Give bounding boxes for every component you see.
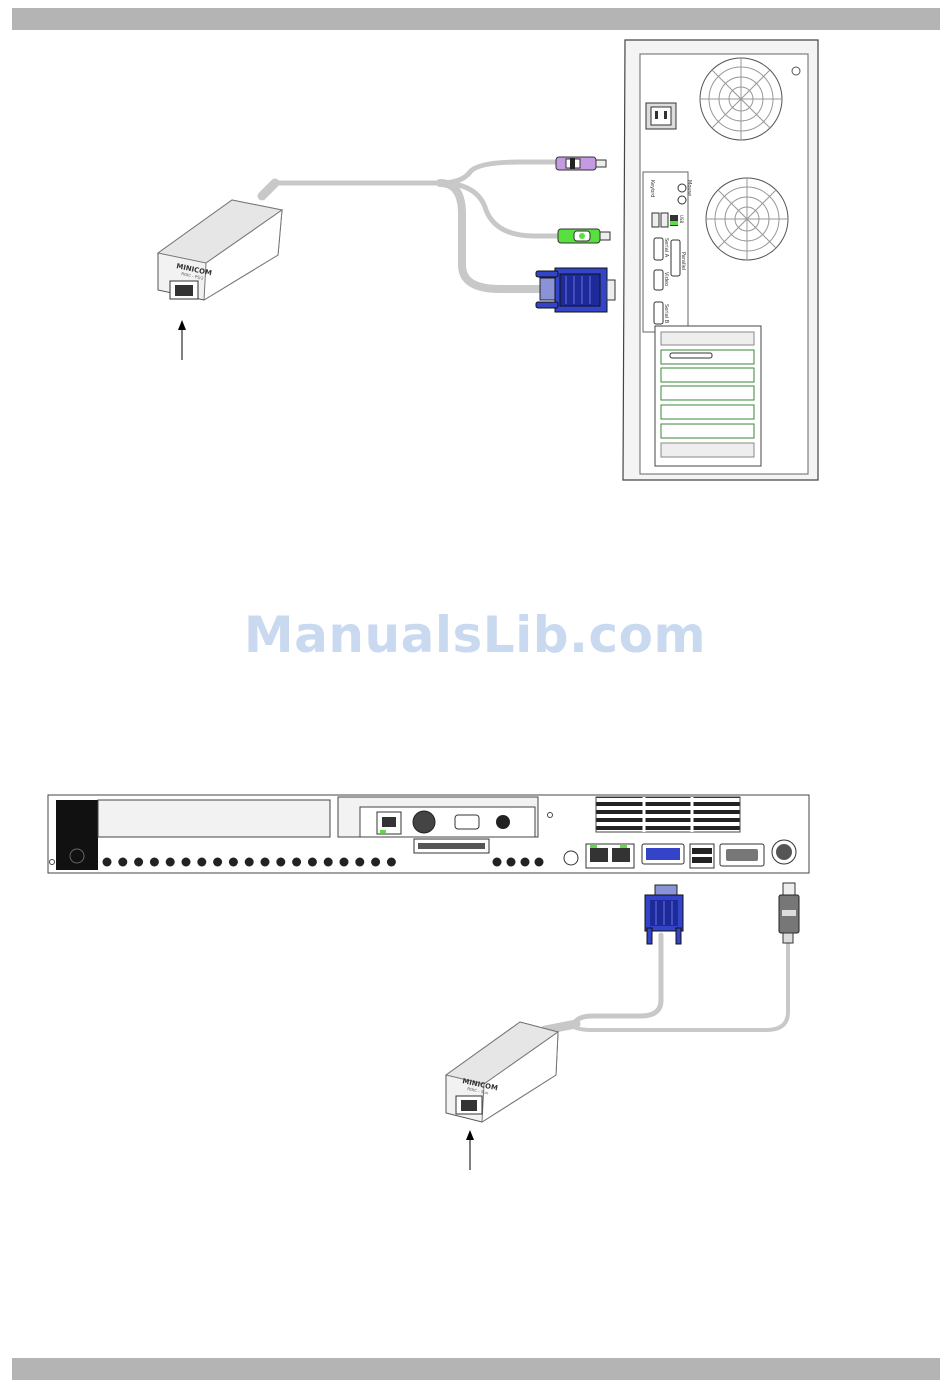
power-socket-icon xyxy=(646,103,676,129)
vent-hole xyxy=(371,858,380,867)
vent-hole xyxy=(213,858,222,867)
ps2-keyboard-connector-icon xyxy=(558,229,610,243)
panel-vent-grille xyxy=(596,797,740,832)
server-vga-connector-icon xyxy=(645,885,683,944)
vent-hole xyxy=(229,858,238,867)
vent-hole xyxy=(292,858,301,867)
label-serial-b: Serial B xyxy=(663,304,669,324)
fan-middle-icon xyxy=(706,178,788,260)
server-usb-ports-icon xyxy=(690,844,714,868)
vent-hole xyxy=(340,858,349,867)
panel-dc-port-icon xyxy=(496,815,510,829)
vent-hole xyxy=(103,858,112,867)
vent-hole xyxy=(134,858,143,867)
vent-hole xyxy=(276,858,285,867)
vent-hole xyxy=(150,858,159,867)
label-parallel: Parallel xyxy=(680,252,686,270)
expansion-slots xyxy=(655,326,761,466)
vent-hole xyxy=(355,858,364,867)
ric-adapter-ps2: MINICOM ROIC - PS/2 xyxy=(158,200,282,300)
label-usb: USB xyxy=(679,215,684,223)
arrow-ric-ps2-icon xyxy=(178,320,186,360)
label-serial-a: Serial A xyxy=(663,238,669,258)
vent-hole xyxy=(521,858,530,867)
ps2-mouse-connector-icon xyxy=(556,157,606,170)
label-keyboard: Keybrd xyxy=(649,180,655,197)
arrow-ric-sun-icon xyxy=(466,1130,474,1170)
vent-hole xyxy=(166,858,175,867)
top-cables xyxy=(262,162,560,289)
vent-hole xyxy=(387,858,396,867)
vent-hole xyxy=(308,858,317,867)
parallel-port-icon xyxy=(671,240,680,276)
video-port-icon xyxy=(654,270,663,290)
vent-hole xyxy=(507,858,516,867)
panel-round-port-icon xyxy=(413,811,435,833)
server-sun-connector-icon xyxy=(779,883,799,943)
label-video: Video xyxy=(663,272,669,286)
panel-rj45-icon xyxy=(377,812,401,834)
serial-b-port-icon xyxy=(654,302,663,324)
pc-tower: Mouse Keybrd USB Serial A Parallel Video… xyxy=(623,40,818,480)
vent-hole xyxy=(182,858,191,867)
vent-hole xyxy=(324,858,333,867)
vent-hole xyxy=(493,858,502,867)
label-mouse: Mouse xyxy=(686,180,692,196)
vent-hole xyxy=(197,858,206,867)
vent-hole xyxy=(261,858,270,867)
fan-top-icon xyxy=(700,58,782,140)
server-power-port-icon xyxy=(564,851,578,865)
vent-hole xyxy=(535,858,544,867)
vent-hole xyxy=(245,858,254,867)
vga-connector-icon xyxy=(536,268,615,312)
vent-hole xyxy=(118,858,127,867)
bottom-cables xyxy=(545,935,788,1030)
panel-serial-port-icon xyxy=(455,815,479,829)
ric-adapter-sun: MINICOM ROIC - Sun xyxy=(446,1022,558,1122)
serial-a-port-icon xyxy=(654,238,663,260)
server-back-panel xyxy=(48,795,809,873)
